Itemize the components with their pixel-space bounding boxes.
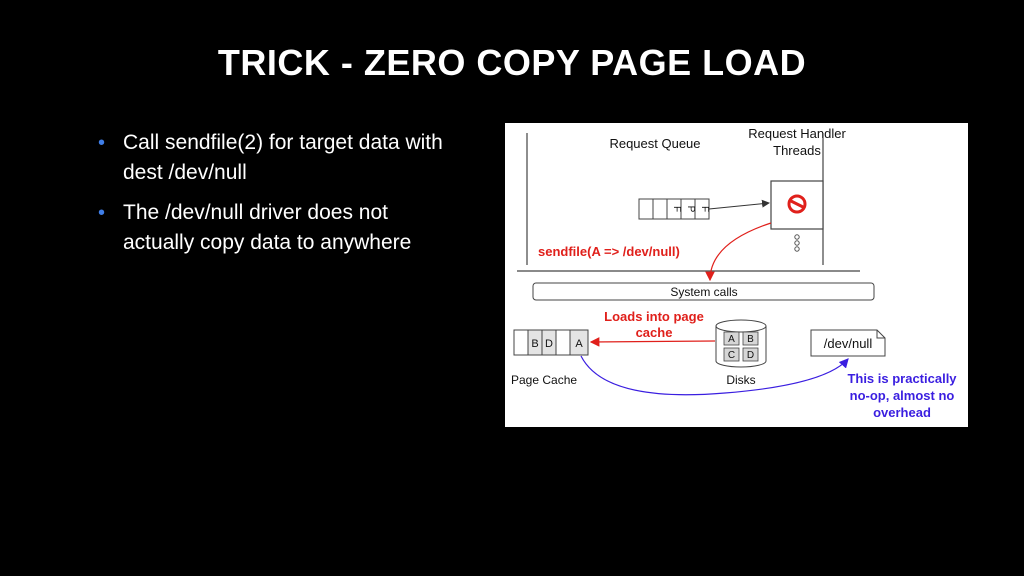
- request-queue-label: Request Queue: [609, 136, 700, 151]
- disk-block-label: D: [747, 350, 754, 361]
- handler-label: Request Handler: [748, 126, 846, 141]
- devnull-fold: [876, 330, 885, 339]
- load-arrow: [589, 337, 716, 347]
- loads-label: Loads into page: [604, 309, 704, 324]
- queue-cell: [652, 198, 668, 220]
- queue-cell-label: F: [671, 206, 682, 212]
- page-cache-cell-label: A: [575, 338, 583, 350]
- noop-annotation: no-op, almost no: [850, 388, 955, 403]
- queue-cell-label: F: [699, 206, 710, 212]
- devnull-label: /dev/null: [824, 336, 873, 351]
- handler-label: Threads: [773, 143, 821, 158]
- disks-label: Disks: [726, 373, 755, 387]
- bullet-item: • Call sendfile(2) for target data with …: [98, 128, 508, 188]
- devnull-box: [810, 329, 886, 357]
- noop-annotation: overhead: [873, 405, 931, 420]
- request-queue: F P F: [638, 198, 710, 220]
- slide-title: TRICK - ZERO COPY PAGE LOAD: [217, 42, 807, 83]
- bullet-text-line: actually copy data to anywhere: [123, 231, 412, 254]
- bullet-dot-icon: •: [98, 202, 106, 224]
- page-cache-cell: [569, 329, 589, 356]
- bullet-item: • The /dev/null driver does not actually…: [98, 198, 508, 258]
- page-cache-cell: [555, 329, 571, 356]
- disk-block-label: C: [728, 350, 735, 361]
- system-calls-label: System calls: [670, 285, 737, 299]
- disk-block-label: A: [728, 334, 735, 345]
- page-cache-label: Page Cache: [511, 373, 577, 387]
- queue-to-handler-arrow: [708, 199, 770, 210]
- page-cache-cell: [513, 329, 529, 356]
- noop-annotation: This is practically: [847, 371, 957, 386]
- more-threads-dots-icon: [794, 234, 800, 252]
- bullet-text-line: dest /dev/null: [123, 161, 247, 184]
- sendfile-arrow: [705, 222, 772, 282]
- bullet-list: • Call sendfile(2) for target data with …: [98, 128, 508, 268]
- bullet-dot-icon: •: [98, 132, 106, 154]
- zero-copy-diagram: Request Queue Request Handler Threads F …: [505, 123, 968, 427]
- loads-label: cache: [636, 325, 673, 340]
- disk-icon: A B C D: [715, 319, 767, 368]
- page-cache: B D A: [513, 329, 589, 356]
- queue-cell: [638, 198, 654, 220]
- queue-cell-label: P: [685, 206, 696, 213]
- system-calls-bar: [532, 282, 875, 301]
- devnull-arrow: [580, 355, 849, 396]
- sendfile-label: sendfile(A => /dev/null): [538, 244, 680, 259]
- page-cache-cell-label: D: [545, 338, 553, 350]
- bullet-text-line: The /dev/null driver does not: [123, 201, 388, 224]
- disk-block-label: B: [747, 334, 754, 345]
- page-cache-cell-label: B: [531, 338, 538, 350]
- blocked-icon: [787, 194, 807, 214]
- bullet-text-line: Call sendfile(2) for target data with: [123, 131, 443, 154]
